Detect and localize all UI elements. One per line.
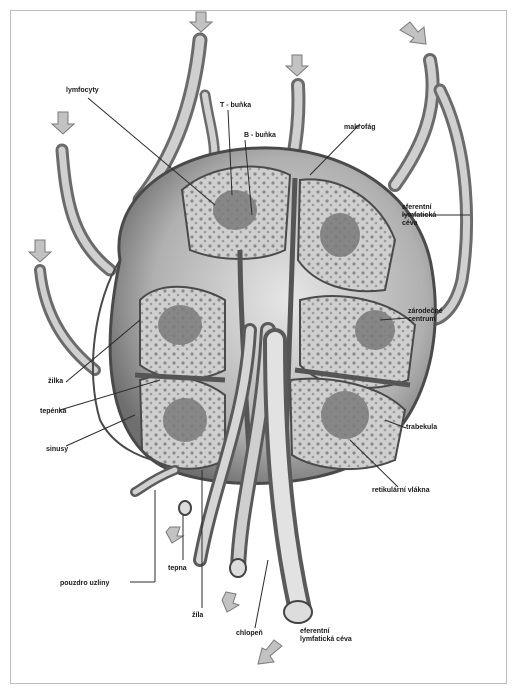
label-makrofag: makrofág <box>344 124 376 132</box>
label-tepna: tepna <box>168 565 187 573</box>
label-trabekula: trabekula <box>406 424 437 432</box>
label-zilka: žilka <box>48 378 63 386</box>
label-zila: žíla <box>192 612 203 620</box>
label-b-bunka: B - buňka <box>244 132 276 140</box>
label-zarodecne-1: zárodečné <box>408 308 443 316</box>
label-aferentni-3: céva <box>402 220 418 228</box>
label-pouzdro: pouzdro uzliny <box>60 580 109 588</box>
label-eferentni-1: eferentní <box>300 628 330 636</box>
label-retikularni: retikulární vlákna <box>372 487 430 495</box>
label-tepenka: tepénka <box>40 408 66 416</box>
label-sinusy: sinusy <box>46 446 68 454</box>
label-zarodecne-2: centrum <box>408 316 436 324</box>
label-aferentni-2: lymfatická <box>402 212 436 220</box>
label-lymfocyty: lymfocyty <box>66 87 99 95</box>
label-aferentni-1: aferentní <box>402 204 432 212</box>
label-chlopen: chlopeň <box>236 630 263 638</box>
label-eferentni-2: lymfatická céva <box>300 636 352 644</box>
label-t-bunka: T - buňka <box>220 102 251 110</box>
